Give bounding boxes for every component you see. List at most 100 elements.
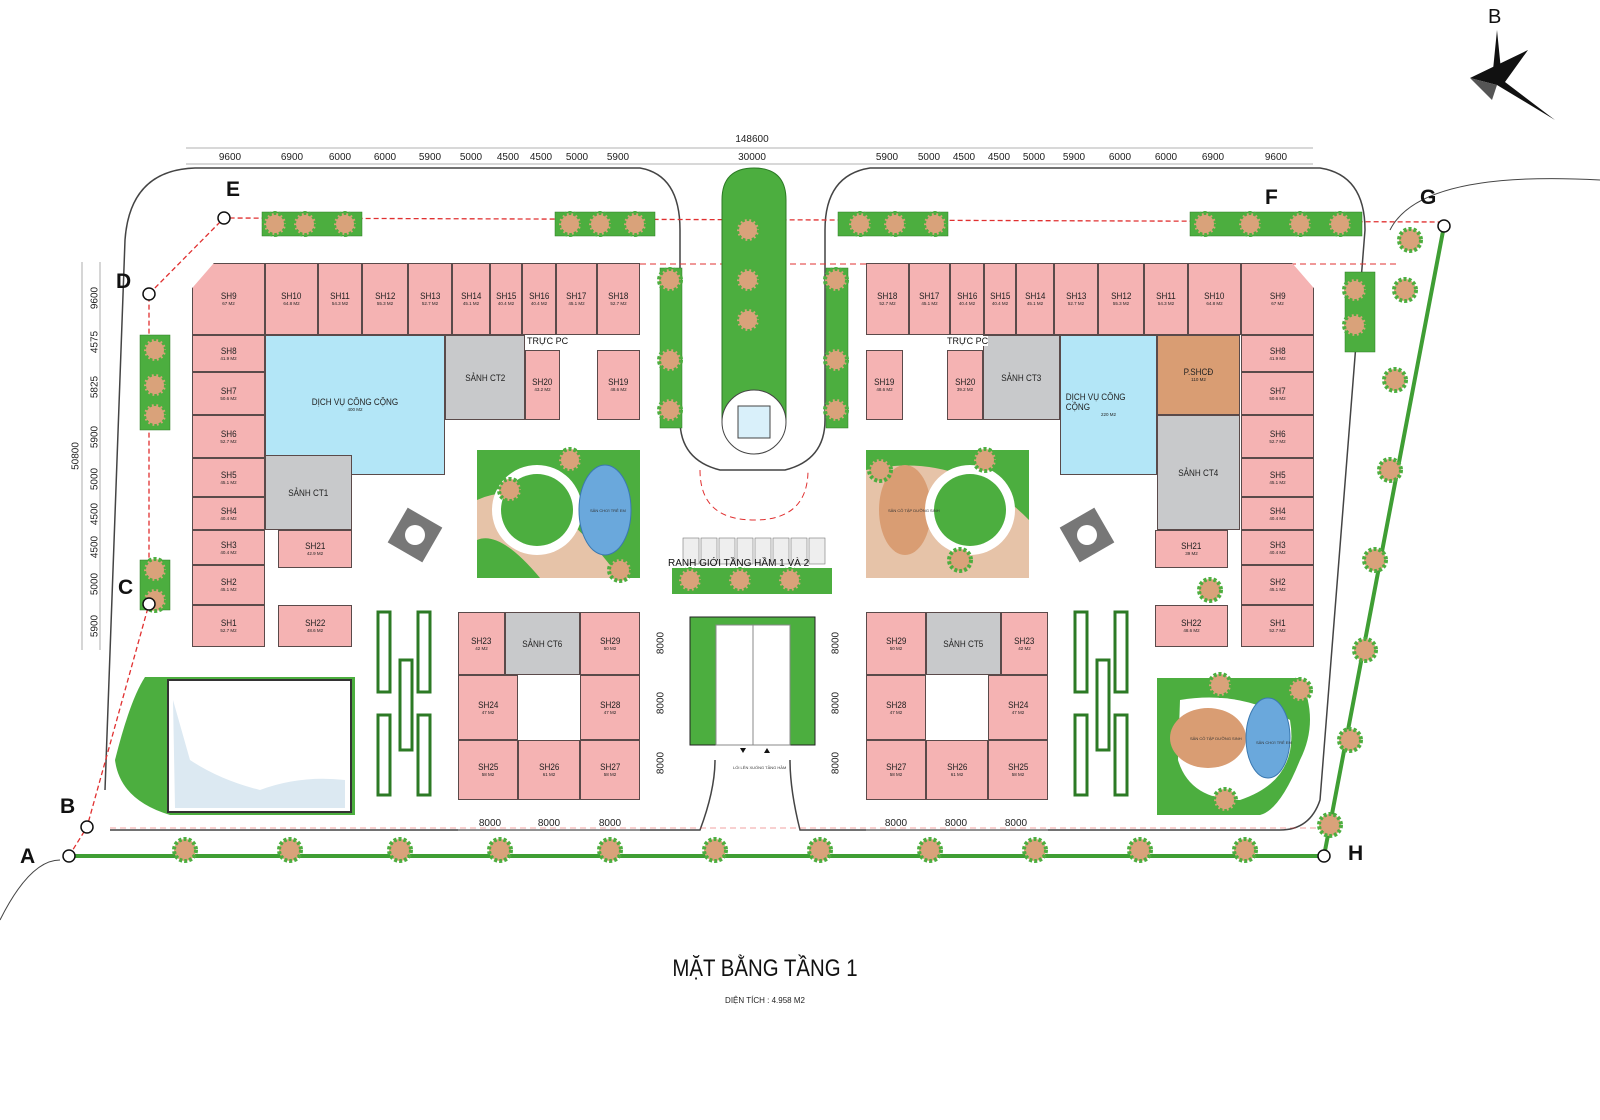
unit-area: 47 M2 <box>603 709 617 715</box>
unit-label: SH5 <box>220 469 237 480</box>
left-dimension: 4500 <box>89 502 101 526</box>
unit-area: 52.7 M2 <box>1269 628 1286 633</box>
unit-area: 58 M2 <box>889 772 903 777</box>
road-outline-right <box>1389 178 1600 231</box>
unit-label: SH4 <box>220 505 237 516</box>
unit-l-ct1: SẢNH CT1 <box>265 455 352 530</box>
unit-label: SH24 <box>477 699 499 710</box>
tree-icon <box>1337 727 1363 753</box>
unit-area: 64.8 M2 <box>1206 301 1223 306</box>
tree-icon <box>587 211 613 237</box>
unit-area: 220 M2 <box>1100 412 1116 417</box>
unit-label: SH7 <box>220 385 237 396</box>
point-c-label: C <box>118 576 134 599</box>
playground-label-2: SÂN CHƠI TRẺ EM <box>590 508 626 513</box>
garden-left <box>477 450 640 578</box>
unit-area: 40.4 M2 <box>497 301 515 306</box>
unit-label: SH18 <box>608 291 629 301</box>
unit-label: SH2 <box>1269 577 1286 587</box>
top-left-dimension: 6000 <box>328 152 352 163</box>
tree-icon <box>867 457 893 483</box>
ramp-label: LỐI LÊN XUỐNG TẦNG HẦM <box>733 765 787 770</box>
tree-icon <box>557 447 583 473</box>
block-side-dimension: 8000 <box>655 691 667 715</box>
unit-label: SH27 <box>885 762 907 772</box>
unit-label: SH11 <box>1156 291 1176 301</box>
unit-area: 50 M2 <box>603 645 617 651</box>
unit-label: SH1 <box>220 618 237 628</box>
tree-icon <box>142 557 168 583</box>
unit-area: 43.2 M2 <box>534 387 551 392</box>
unit-area: 45.1 M2 <box>1269 479 1286 485</box>
unit-area: 45.1 M2 <box>462 301 480 306</box>
tree-icon <box>332 211 358 237</box>
top-right-dimension: 5900 <box>1062 152 1086 163</box>
page-title: MẶT BẰNG TẦNG 1 <box>672 955 858 982</box>
compass-icon <box>1470 30 1555 120</box>
fountain-basin <box>737 405 771 439</box>
tree-icon <box>735 217 761 243</box>
tree-icon <box>677 567 703 593</box>
unit-label: SH21 <box>304 541 326 551</box>
unit-label: SH23 <box>471 635 492 646</box>
tree-icon <box>807 837 833 863</box>
unit-label: SH22 <box>304 618 326 628</box>
basement-ramp <box>689 616 816 753</box>
unit-label: SH16 <box>528 291 550 301</box>
tree-icon <box>657 347 683 373</box>
unit-area: 45.1 M2 <box>220 587 237 592</box>
unit-label: SH15 <box>495 291 517 301</box>
point-f-label: F <box>1265 186 1278 209</box>
unit-label: SẢNH CT3 <box>1001 372 1042 383</box>
drop-off-loop <box>699 469 809 521</box>
tree-icon <box>262 211 288 237</box>
tree-icon <box>972 447 998 473</box>
unit-area: 52.7 M2 <box>610 301 627 306</box>
unit-label: SH21 <box>1181 541 1202 551</box>
tree-icon <box>735 307 761 333</box>
unit-area: 40.4 M2 <box>1269 515 1286 521</box>
duty-room-label-left: TRỰC PC <box>527 336 569 346</box>
tree-icon <box>1342 312 1368 338</box>
tree-icon <box>1022 837 1048 863</box>
top-right-dimension: 6000 <box>1154 152 1178 163</box>
basement-boundary-label: RANH GIỚI TẦNG HẦM 1 VÀ 2 <box>668 558 810 569</box>
tree-icon <box>1342 277 1368 303</box>
tree-icon <box>277 837 303 863</box>
unit-label: SH6 <box>220 428 237 439</box>
unit-area: 45.1 M2 <box>220 479 237 485</box>
unit-label: SH25 <box>1007 762 1029 772</box>
unit-label: SẢNH CT5 <box>943 638 984 649</box>
garden-bottom-right <box>1157 678 1310 815</box>
unit-area: 45.1 M2 <box>568 301 585 306</box>
top-right-dimension: 4500 <box>952 152 976 163</box>
tree-icon <box>607 557 633 583</box>
central-planter <box>721 167 787 421</box>
point-a-label: A <box>20 845 36 868</box>
tree-icon <box>142 402 168 428</box>
unit-area: 67 M2 <box>222 301 235 306</box>
unit-area: 50.6 M2 <box>1269 395 1286 401</box>
unit-area: 48.6 M2 <box>876 387 893 392</box>
unit-label: SH14 <box>460 291 482 301</box>
